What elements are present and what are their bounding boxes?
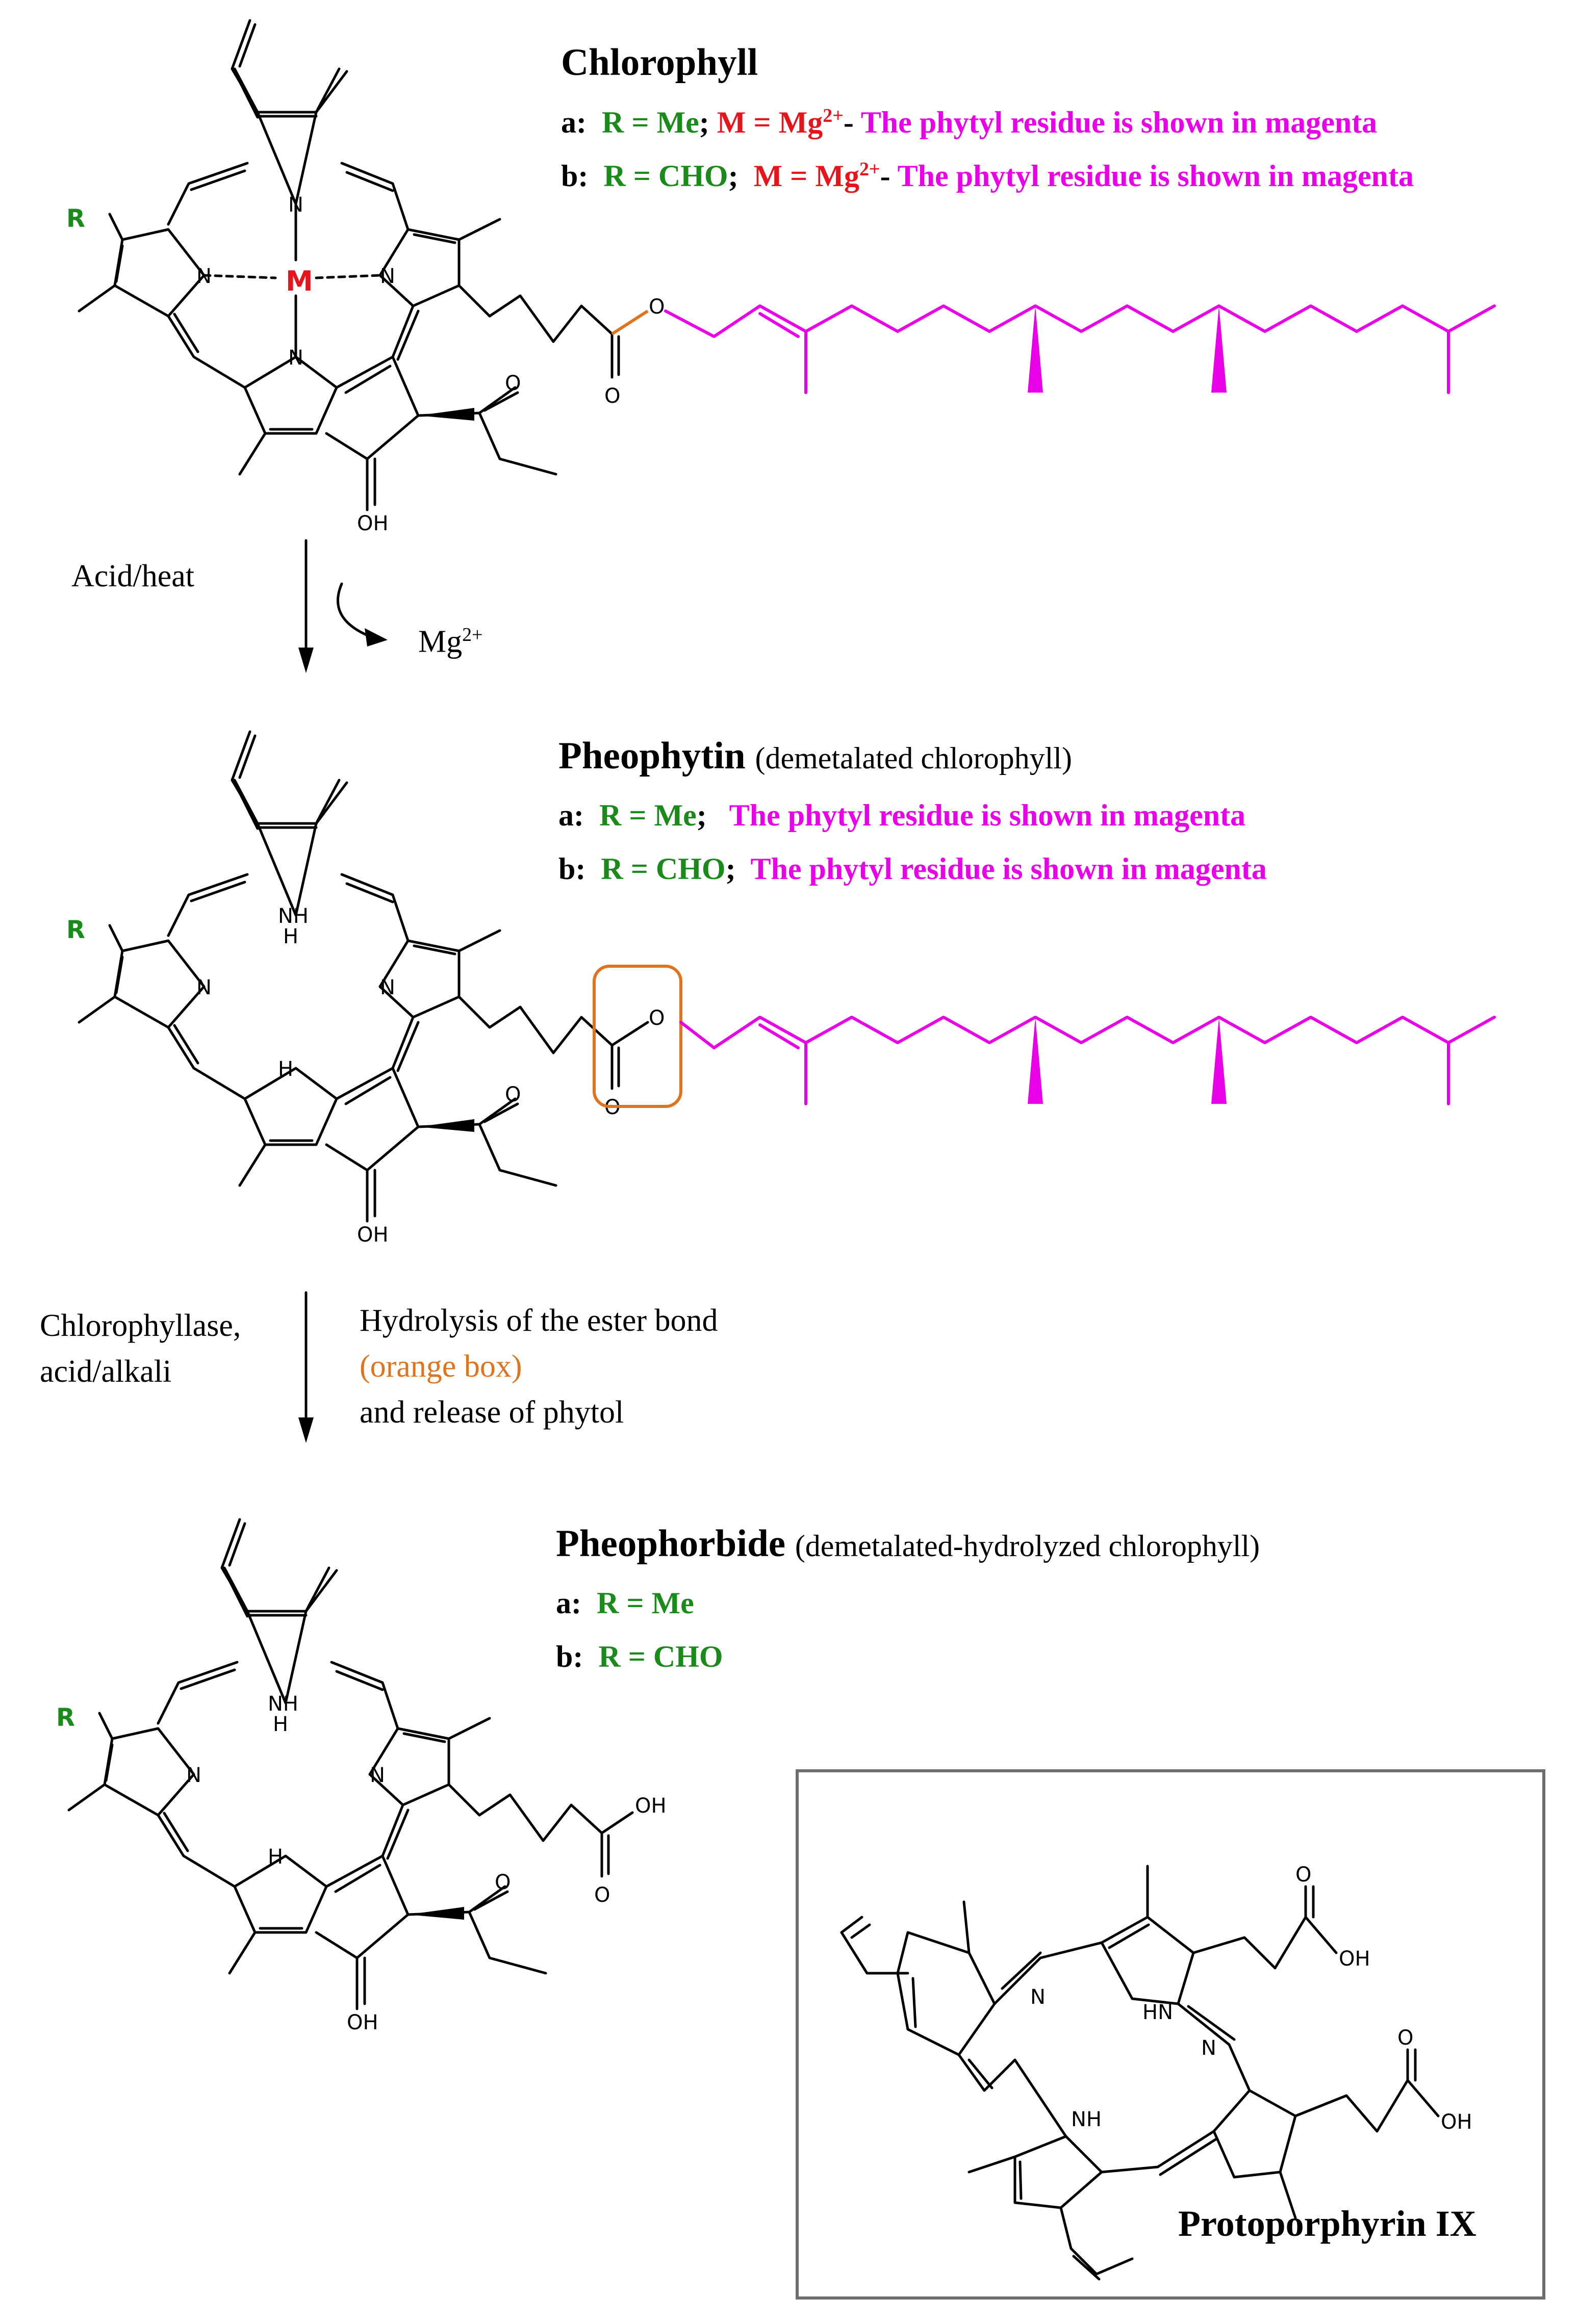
n-atom: N xyxy=(1030,1985,1046,2009)
protoporphyrin-title: Protoporphyrin IX xyxy=(1178,2203,1476,2244)
n-atom: N xyxy=(186,1764,201,1787)
oh-group: OH xyxy=(357,1223,389,1247)
r-group: R xyxy=(66,916,85,944)
hn-atom: HN xyxy=(1142,2001,1173,2024)
chlorophyll-structure: M R N N N N OH O O O xyxy=(66,20,1496,535)
orange-box xyxy=(593,965,682,1108)
pheophorbide-structure: R NH H N N H OH O O OH xyxy=(56,1519,667,2034)
oh-group: OH xyxy=(347,2011,378,2034)
acid-oh: OH xyxy=(635,1794,667,1818)
r-group: R xyxy=(56,1703,75,1732)
n-atom: N xyxy=(380,265,395,288)
o-atom: O xyxy=(495,1871,511,1894)
pheophorbide-variant-b: b: R = CHO xyxy=(556,1640,723,1673)
metal-atom: M xyxy=(286,265,313,297)
protoporphyrin-structure: N HN N NH O OH O OH xyxy=(840,1863,1472,2281)
n-atom: N xyxy=(1201,2036,1216,2060)
nh-atom: NH xyxy=(278,905,309,928)
nh-atom: NH xyxy=(268,1692,298,1716)
pheophytin-variant-b: b: R = CHO; The phytyl residue is shown … xyxy=(558,852,1267,886)
h-atom: H xyxy=(268,1845,283,1869)
oh-group: OH xyxy=(357,512,389,535)
chlorophyll-variant-a: a: R = Me; M = Mg2+- The phytyl residue … xyxy=(561,105,1378,139)
pheophytin-subtitle: (demetalated chlorophyll) xyxy=(755,741,1072,775)
h-atom: H xyxy=(278,1057,293,1081)
arrow-step2 xyxy=(298,1291,314,1443)
pheophorbide-title: Pheophorbide (demetalated-hydrolyzed chl… xyxy=(556,1522,1260,1565)
step2-reagent: Chlorophyllase,acid/alkali xyxy=(40,1308,241,1389)
ester-o-atom: O xyxy=(649,1006,665,1030)
n-atom: N xyxy=(288,346,303,370)
chlorophyll-title: Chlorophyll xyxy=(561,41,758,84)
oh-group: OH xyxy=(1339,1947,1370,1971)
n-atom: N xyxy=(288,193,303,217)
o-atom: O xyxy=(604,384,620,408)
o-atom: O xyxy=(594,1883,610,1907)
h-atom: H xyxy=(283,925,298,948)
step1-reagent: Acid/heat xyxy=(71,559,195,593)
n-atom: N xyxy=(370,1764,385,1787)
oh-group: OH xyxy=(1441,2110,1472,2134)
o-atom: O xyxy=(1295,1863,1311,1887)
nh-atom: NH xyxy=(1071,2108,1102,2131)
arrow-step1 xyxy=(298,539,388,673)
pheophytin-title: Pheophytin (demetalated chlorophyll) xyxy=(558,735,1072,777)
h-atom: H xyxy=(273,1713,288,1736)
ester-o-atom: O xyxy=(649,295,665,319)
o-atom: O xyxy=(505,372,521,395)
step1-released: Mg2+ xyxy=(418,624,483,659)
r-group: R xyxy=(66,204,85,233)
pheophytin-variant-a: a: R = Me; The phytyl residue is shown i… xyxy=(558,798,1246,832)
n-atom: N xyxy=(196,976,212,999)
o-atom: O xyxy=(505,1083,521,1106)
pheophorbide-variant-a: a: R = Me xyxy=(556,1586,694,1620)
pheophorbide-subtitle: (demetalated-hydrolyzed chlorophyll) xyxy=(795,1529,1260,1563)
step2-note: Hydrolysis of the ester bond (orange box… xyxy=(360,1303,718,1430)
chlorophyll-variant-b: b: R = CHO; M = Mg2+- The phytyl residue… xyxy=(561,159,1414,193)
pheophytin-structure: R NH H N N H OH O O O xyxy=(66,732,1496,1247)
n-atom: N xyxy=(380,976,395,999)
n-atom: N xyxy=(196,265,212,288)
o-atom: O xyxy=(1397,2026,1413,2050)
protoporphyrin-box xyxy=(796,1769,1545,2300)
